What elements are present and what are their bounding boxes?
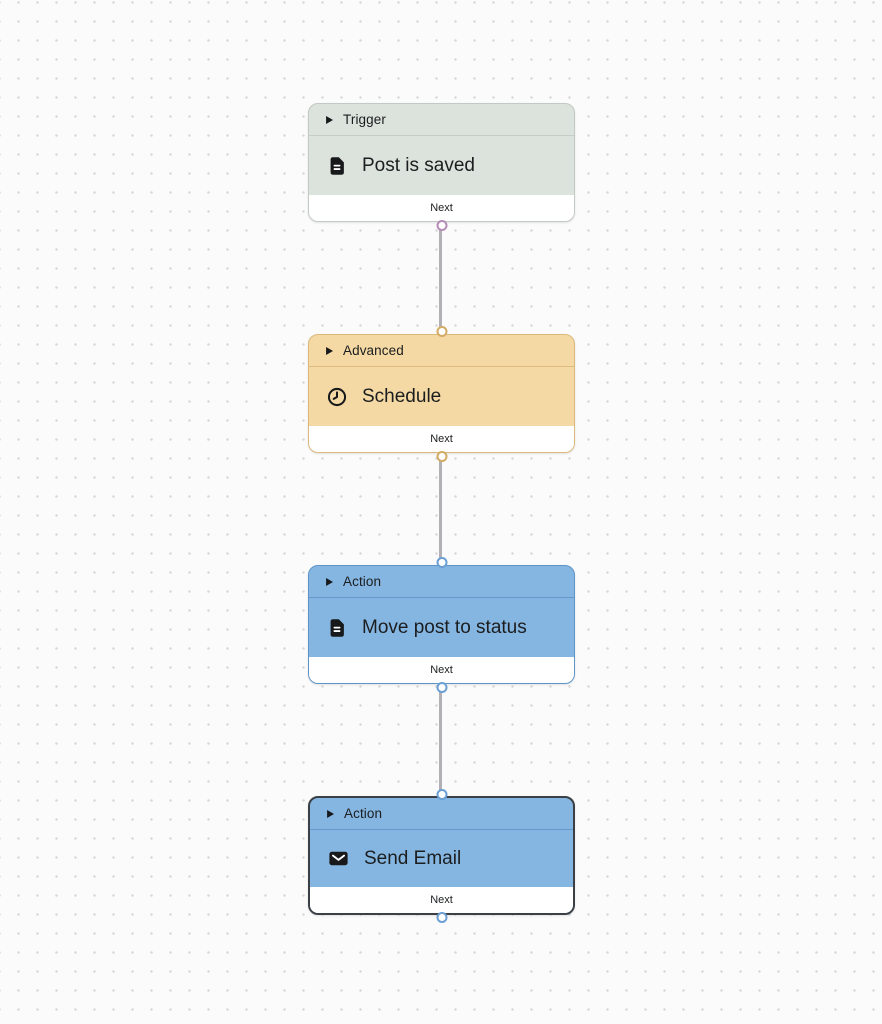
node-title: Move post to status: [362, 616, 527, 638]
node-body: Move post to status: [309, 598, 574, 657]
node-body: Post is saved: [309, 136, 574, 195]
node-category-label: Action: [344, 806, 383, 821]
node-action-send-email[interactable]: Action Send Email Next: [308, 789, 575, 923]
node-footer: Next: [309, 195, 574, 221]
clock-icon: [327, 387, 347, 406]
node-action-move-post-to-status[interactable]: Action Move post to status Next: [308, 557, 575, 693]
node-footer: Next: [309, 657, 574, 683]
node-body: Schedule: [309, 367, 574, 426]
node-footer: Next: [309, 426, 574, 452]
node-title: Post is saved: [362, 154, 475, 176]
node-category-label: Action: [343, 574, 382, 589]
play-icon: [326, 115, 333, 124]
node-header: Action: [309, 566, 574, 598]
output-port[interactable]: [436, 682, 447, 693]
next-output-label: Next: [430, 894, 453, 906]
input-port[interactable]: [436, 326, 447, 337]
play-icon: [327, 809, 334, 818]
edge-trigger-to-schedule[interactable]: [439, 220, 442, 338]
node-title: Send Email: [364, 847, 462, 869]
edge-schedule-to-move-post[interactable]: [439, 451, 442, 569]
output-port[interactable]: [436, 451, 447, 462]
next-output-label: Next: [430, 202, 453, 214]
next-output-label: Next: [430, 664, 453, 676]
node-body: Send Email: [310, 830, 573, 887]
output-port[interactable]: [436, 912, 447, 923]
mail-icon: [329, 851, 348, 866]
node-title: Schedule: [362, 385, 442, 407]
input-port[interactable]: [436, 557, 447, 568]
node-advanced-schedule[interactable]: Advanced Schedule Next: [308, 326, 575, 462]
node-trigger-post-is-saved[interactable]: Trigger Post is saved Next: [308, 103, 575, 231]
node-header: Trigger: [309, 104, 574, 136]
next-output-label: Next: [430, 433, 453, 445]
node-header: Advanced: [309, 335, 574, 367]
node-header: Action: [310, 798, 573, 830]
edge-move-post-to-send-email[interactable]: [439, 682, 442, 800]
document-icon: [330, 156, 344, 175]
play-icon: [326, 346, 333, 355]
node-category-label: Advanced: [343, 343, 404, 358]
document-icon: [330, 618, 344, 637]
output-port[interactable]: [436, 220, 447, 231]
play-icon: [326, 577, 333, 586]
input-port[interactable]: [436, 789, 447, 800]
node-footer: Next: [310, 887, 573, 913]
node-category-label: Trigger: [343, 112, 386, 127]
